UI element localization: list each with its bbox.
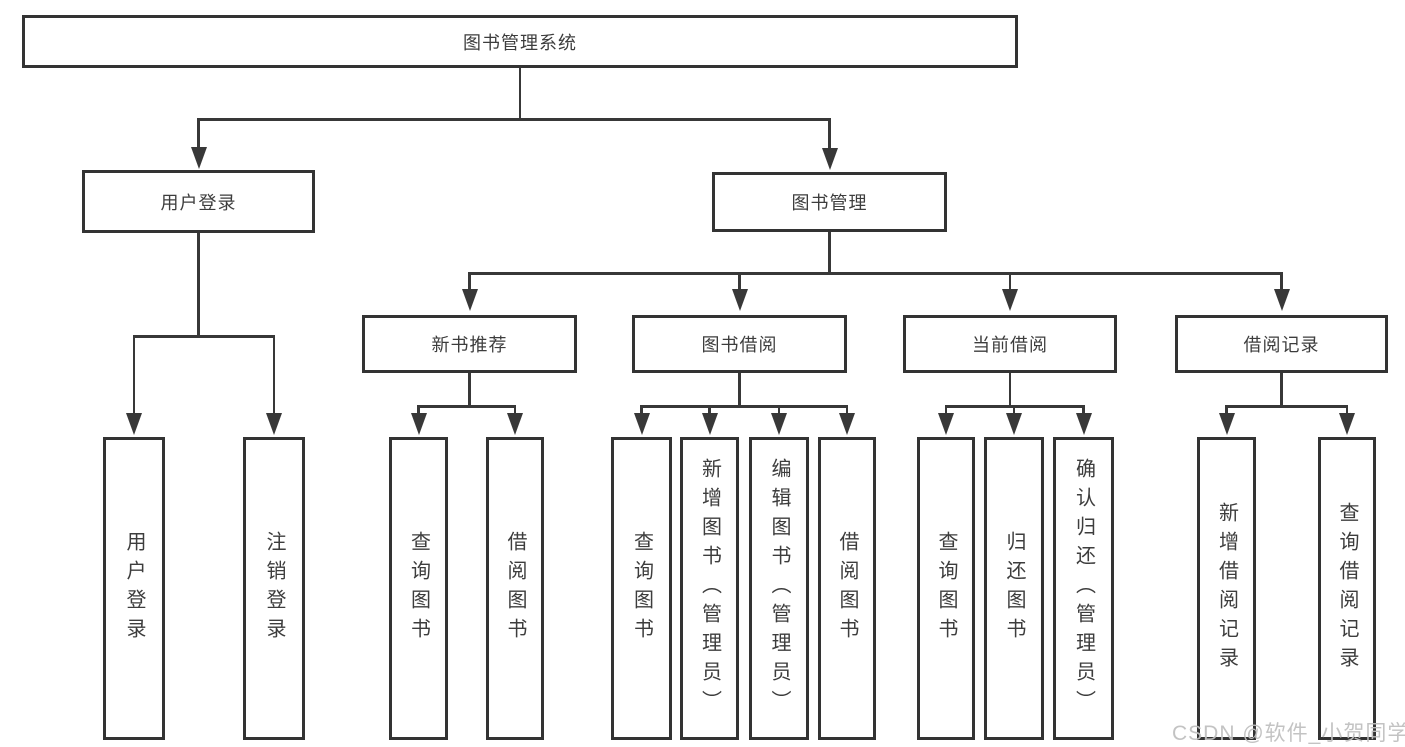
leaf-return-book: 归还图书 — [984, 437, 1044, 740]
node-book-management: 图书管理 — [712, 172, 947, 232]
node-root: 图书管理系统 — [22, 15, 1018, 68]
arrow-down-icon — [1075, 413, 1092, 435]
leaf-user-login-label: 用户登录 — [123, 530, 145, 647]
leaf-query-book-current-label: 查询图书 — [935, 530, 957, 647]
connector-line — [197, 233, 200, 335]
leaf-add-borrow-record-label: 新增借阅记录 — [1215, 501, 1238, 676]
leaf-borrow-book: 借阅图书 — [818, 437, 876, 740]
connector-line — [468, 272, 471, 289]
connector-line — [1012, 405, 1016, 413]
connector-line — [1008, 272, 1012, 289]
leaf-borrow-book-label: 借阅图书 — [836, 530, 858, 647]
leaf-edit-book-admin-label: 编辑图书（管理员） — [768, 458, 790, 719]
leaf-return-book-label: 归还图书 — [1003, 530, 1025, 647]
leaf-add-book-admin-label: 新增图书（管理员） — [698, 458, 721, 719]
leaf-user-login: 用户登录 — [103, 437, 165, 740]
connector-line — [513, 405, 517, 413]
arrow-down-icon — [410, 413, 427, 435]
connector-line — [1345, 405, 1349, 413]
connector-line — [468, 272, 1282, 275]
connector-line — [944, 405, 948, 413]
leaf-borrow-book-recommend-label: 借阅图书 — [504, 530, 526, 647]
connector-line — [738, 272, 741, 289]
arrow-down-icon — [731, 289, 748, 311]
arrow-down-icon — [839, 413, 855, 435]
arrow-down-icon — [1273, 289, 1290, 311]
node-current-borrowing: 当前借阅 — [903, 315, 1117, 373]
connector-line — [133, 335, 274, 338]
leaf-logout: 注销登录 — [243, 437, 305, 740]
leaf-add-borrow-record: 新增借阅记录 — [1197, 437, 1256, 740]
connector-line — [640, 405, 847, 408]
connector-line — [777, 405, 781, 413]
node-new-book-recommendation-label: 新书推荐 — [431, 335, 508, 355]
leaf-add-book-admin: 新增图书（管理员） — [680, 437, 739, 740]
arrow-down-icon — [1218, 413, 1235, 435]
leaf-query-book-recommend-label: 查询图书 — [407, 530, 430, 647]
connector-line — [738, 373, 741, 405]
leaf-query-borrow-record: 查询借阅记录 — [1318, 437, 1376, 740]
leaf-edit-book-admin: 编辑图书（管理员） — [749, 437, 809, 740]
connector-line — [1280, 373, 1283, 405]
arrow-down-icon — [633, 413, 650, 435]
node-borrowing-records: 借阅记录 — [1175, 315, 1388, 373]
arrow-down-icon — [1006, 413, 1022, 435]
arrow-down-icon — [126, 413, 142, 435]
connector-line — [468, 373, 471, 405]
arrow-down-icon — [1339, 413, 1355, 435]
node-book-management-label: 图书管理 — [791, 193, 868, 213]
node-new-book-recommendation: 新书推荐 — [362, 315, 577, 373]
node-root-label: 图书管理系统 — [463, 32, 577, 53]
connector-line — [518, 68, 522, 118]
watermark: CSDN @软件_小贺同学 — [1172, 722, 1405, 745]
leaf-query-book-current: 查询图书 — [917, 437, 975, 740]
node-current-borrowing-label: 当前借阅 — [972, 335, 1048, 355]
arrow-down-icon — [461, 289, 478, 311]
leaf-logout-label: 注销登录 — [263, 530, 285, 647]
connector-line — [197, 118, 831, 121]
leaf-query-book-recommend: 查询图书 — [389, 437, 448, 740]
connector-line — [1082, 405, 1085, 413]
connector-line — [1225, 405, 1347, 408]
arrow-down-icon — [190, 147, 207, 169]
connector-line — [417, 405, 515, 408]
node-user-login-label: 用户登录 — [160, 192, 237, 213]
connector-line — [1008, 373, 1012, 405]
node-borrowing-records-label: 借阅记录 — [1243, 335, 1320, 355]
leaf-borrow-book-recommend: 借阅图书 — [486, 437, 544, 740]
connector-line — [828, 118, 831, 148]
node-user-login: 用户登录 — [82, 170, 315, 233]
connector-line — [845, 405, 849, 413]
arrow-down-icon — [821, 148, 838, 170]
leaf-confirm-return-admin-label: 确认归还（管理员） — [1072, 458, 1095, 719]
node-book-borrowing-label: 图书借阅 — [701, 335, 778, 355]
connector-line — [640, 405, 643, 413]
leaf-query-book-borrow: 查询图书 — [611, 437, 672, 740]
leaf-confirm-return-admin: 确认归还（管理员） — [1053, 437, 1114, 740]
node-book-borrowing: 图书借阅 — [632, 315, 847, 373]
arrow-down-icon — [771, 413, 787, 435]
arrow-down-icon — [938, 413, 954, 435]
connector-line — [828, 232, 831, 272]
connector-line — [417, 405, 420, 413]
arrow-down-icon — [701, 413, 718, 435]
connector-line — [1225, 405, 1228, 413]
arrow-down-icon — [266, 413, 282, 435]
connector-line — [1280, 272, 1283, 289]
connector-line — [132, 335, 136, 413]
arrow-down-icon — [507, 413, 523, 435]
connector-line — [272, 335, 276, 413]
connector-line — [197, 118, 200, 148]
arrow-down-icon — [1002, 289, 1018, 311]
leaf-query-book-borrow-label: 查询图书 — [630, 530, 653, 647]
connector-line — [708, 405, 711, 413]
leaf-query-borrow-record-label: 查询借阅记录 — [1336, 501, 1358, 676]
